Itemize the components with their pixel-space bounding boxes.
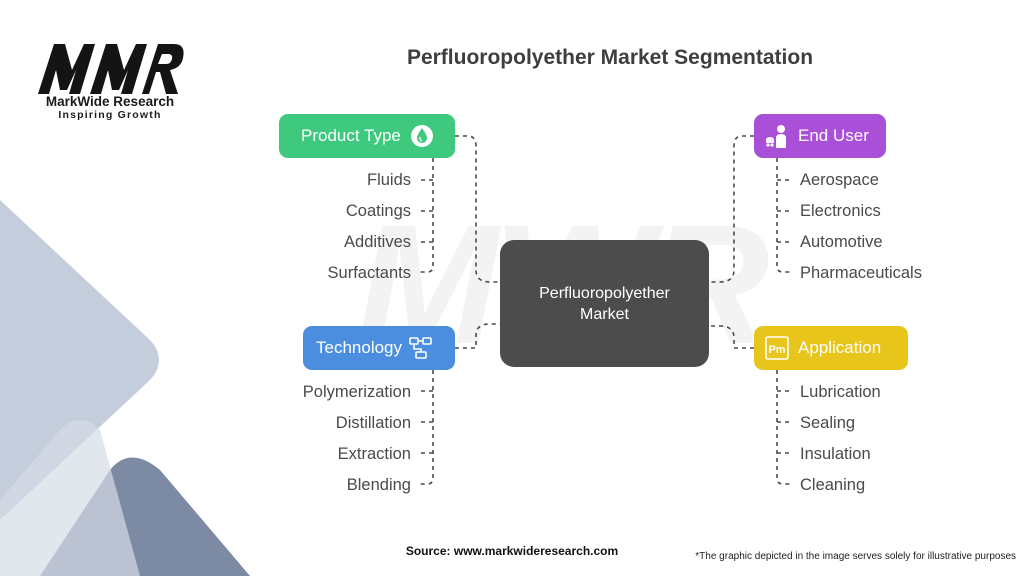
list-item: Automotive bbox=[800, 233, 883, 251]
logo-mark-icon bbox=[38, 44, 184, 94]
list-item: Blending bbox=[346, 476, 411, 494]
list-item: Electronics bbox=[800, 202, 881, 220]
svg-text:Pm: Pm bbox=[768, 344, 785, 356]
brand-tagline: Inspiring Growth bbox=[58, 109, 162, 121]
brand-name: MarkWide Research bbox=[45, 94, 175, 109]
brand-logo: MarkWide Research Inspiring Growth bbox=[34, 40, 194, 122]
person-icon bbox=[764, 123, 790, 149]
list-item: Coatings bbox=[345, 202, 411, 220]
category-technology: Technology bbox=[303, 326, 455, 370]
list-item: Aerospace bbox=[800, 171, 879, 189]
category-product-type-label: Product Type bbox=[301, 126, 401, 145]
central-topic-node: Perfluoropolyether Market bbox=[500, 240, 709, 367]
category-technology-label: Technology bbox=[316, 338, 403, 357]
disclaimer-note: *The graphic depicted in the image serve… bbox=[695, 551, 1016, 562]
list-item: Polymerization bbox=[302, 383, 411, 401]
category-application-label: Application bbox=[798, 338, 882, 357]
source-credit: Source: www.markwideresearch.com bbox=[405, 544, 619, 558]
list-item: Fluids bbox=[366, 171, 411, 189]
network-icon bbox=[408, 335, 434, 361]
list-item: Extraction bbox=[337, 445, 411, 463]
list-item: Surfactants bbox=[327, 264, 411, 282]
water-drop-icon bbox=[409, 123, 435, 149]
list-item: Pharmaceuticals bbox=[800, 264, 922, 282]
list-item: Additives bbox=[344, 233, 411, 251]
category-application: Pm Application bbox=[754, 326, 908, 370]
category-product-type: Product Type bbox=[279, 114, 455, 158]
list-item: Cleaning bbox=[800, 476, 866, 494]
category-end-user: End User bbox=[754, 114, 886, 158]
list-item: Sealing bbox=[800, 414, 856, 432]
category-end-user-label: End User bbox=[798, 126, 869, 145]
list-item: Lubrication bbox=[800, 383, 881, 401]
pm-badge-icon: Pm bbox=[764, 335, 790, 361]
list-item: Insulation bbox=[800, 445, 871, 463]
page-title: Perfluoropolyether Market Segmentation bbox=[406, 46, 814, 69]
list-item: Distillation bbox=[335, 414, 411, 432]
central-topic-line2: Market bbox=[580, 305, 629, 323]
central-topic-line1: Perfluoropolyether bbox=[539, 284, 670, 302]
